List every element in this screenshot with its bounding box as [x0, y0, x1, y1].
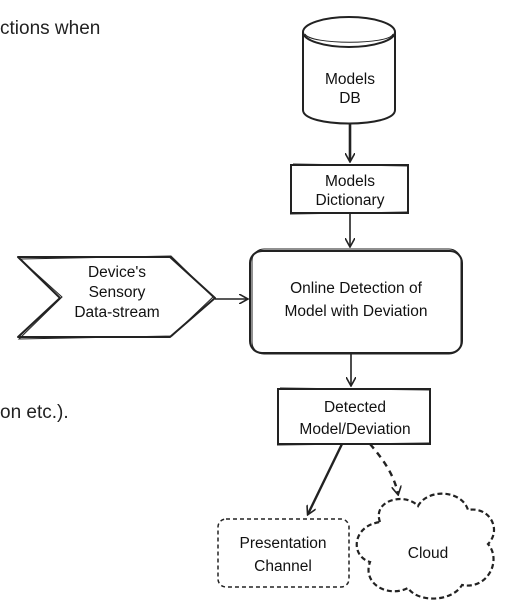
body-text-fragment-middle: on etc.).: [0, 402, 69, 423]
sensory-stream-label-1: Device's: [88, 264, 146, 281]
online-detection-node: Online Detection of Model with Deviation: [249, 248, 463, 355]
models-dictionary-label-1: Models: [325, 173, 375, 190]
arrow-detected-to-presentation: [308, 443, 344, 514]
cloud-label: Cloud: [408, 545, 449, 562]
body-text-fragment-top: ctions when: [0, 18, 101, 39]
presentation-channel-label-2: Channel: [254, 558, 312, 575]
presentation-channel-label-1: Presentation: [239, 535, 326, 552]
models-db-label-2: DB: [339, 90, 361, 107]
sensory-stream-label-3: Data-stream: [74, 304, 159, 321]
arrow-detected-to-cloud: [369, 443, 398, 494]
sensory-stream-node: Device's Sensory Data-stream: [17, 255, 216, 340]
detected-label-2: Model/Deviation: [299, 421, 410, 438]
online-detection-label-1: Online Detection of: [290, 280, 423, 297]
presentation-channel-node: Presentation Channel: [217, 518, 350, 588]
models-db-label-1: Models: [325, 71, 375, 88]
sensory-stream-label-2: Sensory: [89, 284, 146, 301]
detected-label-1: Detected: [324, 399, 386, 416]
models-dictionary-node: Models Dictionary: [289, 163, 410, 215]
models-db-node: Models DB: [302, 16, 396, 125]
cloud-node: Cloud: [355, 492, 496, 600]
detected-node: Detected Model/Deviation: [276, 387, 432, 446]
online-detection-label-2: Model with Deviation: [284, 303, 427, 320]
models-dictionary-label-2: Dictionary: [316, 192, 385, 209]
